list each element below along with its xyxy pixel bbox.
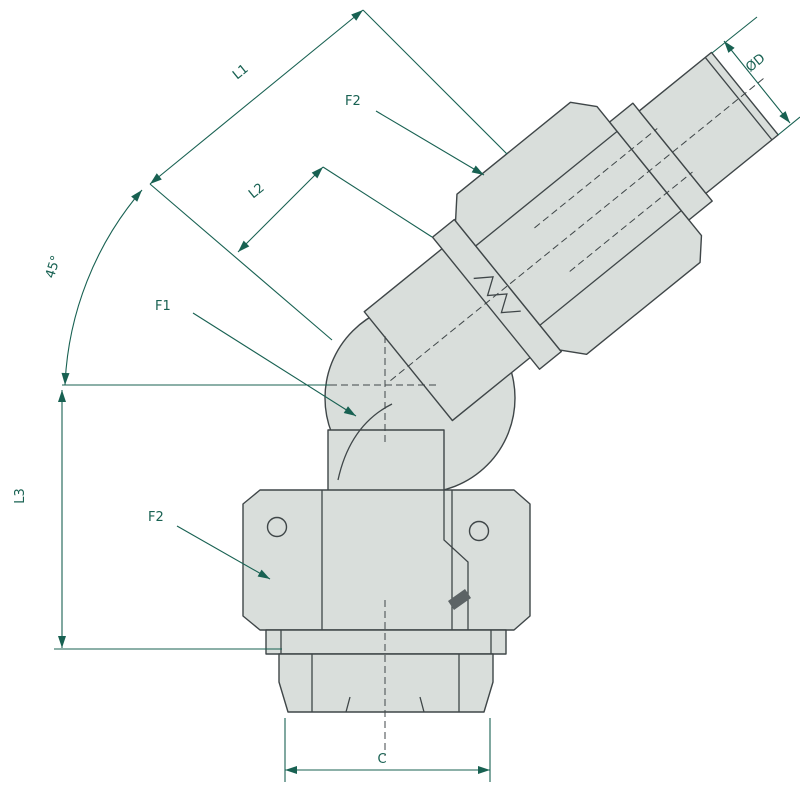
extension-line-od-2 — [777, 116, 800, 136]
leader-f1 — [192, 312, 357, 417]
extension-line-od-1 — [711, 16, 758, 54]
label-f2-bottom: F2 — [148, 510, 164, 525]
thread-serration-lines — [473, 276, 521, 314]
dim-line-l1 — [149, 9, 364, 185]
leader-f2-top — [375, 110, 485, 176]
upper-nut-facet-line-2 — [539, 210, 682, 326]
bottom-hex — [278, 653, 494, 713]
section-hatch — [448, 589, 471, 610]
upper-nut-facet-line-1 — [475, 130, 618, 247]
label-l2: L2 — [246, 181, 267, 202]
fitting-body — [242, 51, 779, 756]
elbow-throat-line — [337, 403, 393, 481]
angle-arc — [61, 189, 143, 386]
label-l3: L3 — [13, 488, 28, 504]
bottom-bore-line-2 — [419, 696, 425, 713]
label-angle: 45° — [43, 254, 64, 280]
angled-reference-ray — [149, 183, 333, 341]
hidden-bore-line-1 — [534, 128, 658, 229]
lower-nut-hole-left — [266, 516, 288, 538]
extension-line-l2 — [322, 166, 433, 238]
lower-column — [327, 429, 445, 493]
label-l1: L1 — [230, 62, 251, 83]
dim-line-od — [723, 40, 791, 124]
label-f2-top: F2 — [345, 94, 361, 109]
washer-ring — [265, 629, 507, 655]
leader-f2-bottom — [176, 525, 271, 580]
upper-assembly — [363, 51, 779, 422]
lower-nut — [242, 489, 531, 631]
extension-line-l1 — [362, 9, 508, 155]
bottom-bore-line-1 — [345, 696, 351, 713]
label-c: C — [377, 752, 386, 767]
dim-line-l2 — [237, 166, 324, 253]
lower-nut-hole-right — [468, 520, 490, 542]
label-diameter: ØD — [743, 51, 768, 75]
hidden-bore-line-2 — [569, 171, 693, 272]
upper-centerline — [390, 78, 764, 381]
label-f1: F1 — [155, 299, 171, 314]
